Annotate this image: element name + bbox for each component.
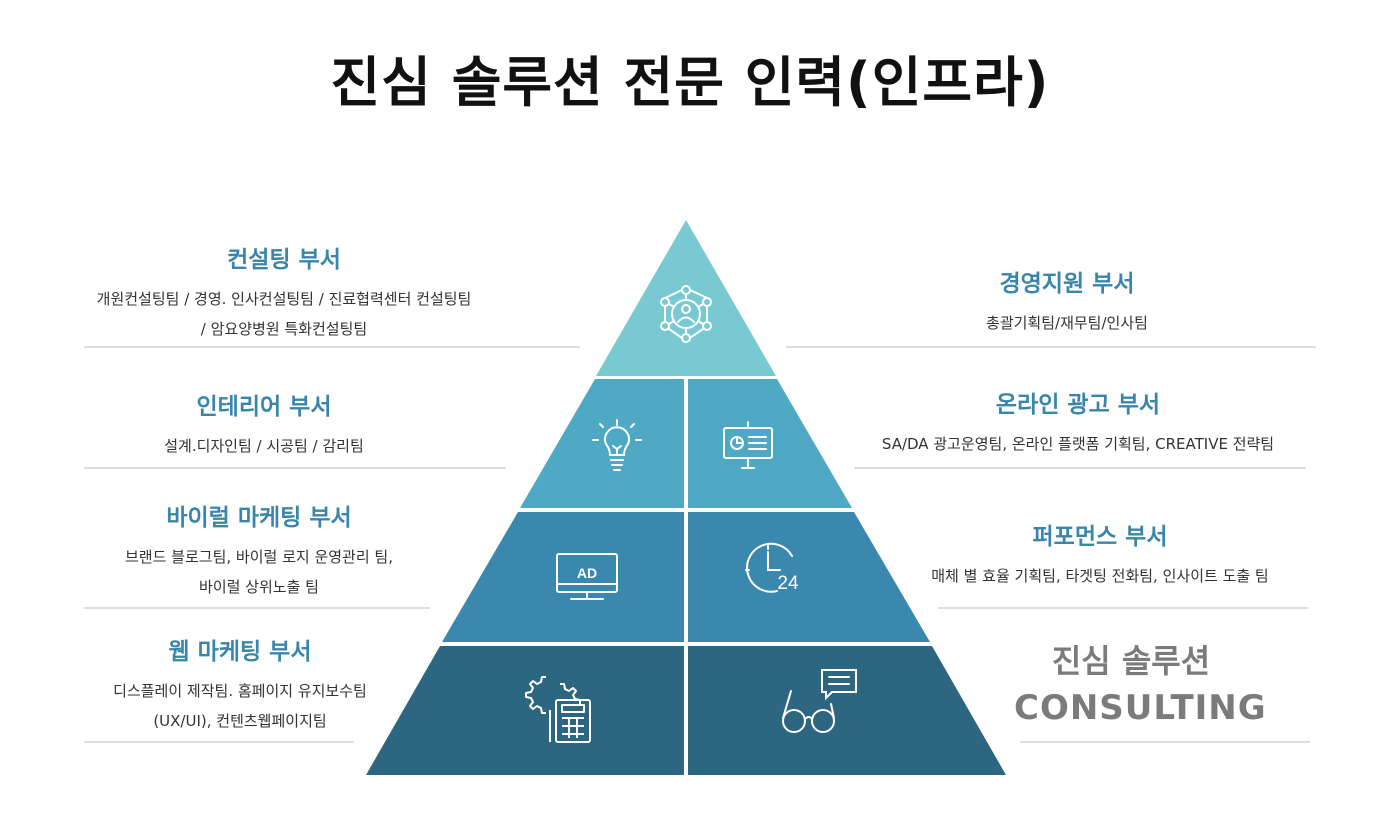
pyramid-tiers bbox=[366, 220, 1006, 775]
dept-web-marketing: 웹 마케팅 부서 디스플레이 제작팀. 홈페이지 유지보수팀 (UX/UI), … bbox=[70, 632, 410, 736]
dept-consulting: 컨설팅 부서 개원컨설팅팀 / 경영. 인사컨설팅팀 / 진료협력센터 컨설팅팀… bbox=[60, 240, 508, 344]
dept-teams: 개원컨설팅팀 / 경영. 인사컨설팅팀 / 진료협력센터 컨설팅팀 bbox=[96, 290, 472, 308]
divider bbox=[1020, 741, 1310, 743]
dept-teams: 브랜드 블로그팀, 바이럴 로지 운영관리 팀, bbox=[125, 548, 393, 566]
divider bbox=[786, 346, 1316, 348]
dept-heading: 컨설팅 부서 bbox=[227, 247, 341, 273]
divider bbox=[938, 607, 1308, 609]
presentation-board-icon bbox=[723, 421, 773, 469]
divider bbox=[84, 607, 430, 609]
dept-teams: 매체 별 효율 기획팀, 타겟팅 전화팀, 인사이트 도출 팀 bbox=[931, 567, 1269, 585]
tier-4-right bbox=[688, 646, 1006, 775]
page-title: 진심 솔루션 전문 인력(인프라) bbox=[330, 51, 1050, 114]
dept-teams: 바이럴 상위노출 팀 bbox=[199, 578, 319, 596]
tier-3-left bbox=[442, 512, 684, 642]
divider bbox=[854, 467, 1306, 469]
network-people-icon bbox=[660, 285, 712, 343]
divider bbox=[84, 346, 580, 348]
dept-online-ads: 온라인 광고 부서 SA/DA 광고운영팀, 온라인 플랫폼 기획팀, CREA… bbox=[848, 385, 1308, 459]
dept-heading: 웹 마케팅 부서 bbox=[168, 639, 312, 665]
dept-heading: 경영지원 부서 bbox=[999, 271, 1135, 297]
brand-english: CONSULTING bbox=[1014, 688, 1267, 728]
dept-interior: 인테리어 부서 설계.디자인팀 / 시공팀 / 감리팀 bbox=[120, 387, 408, 461]
brand-korean: 진심 솔루션 bbox=[1051, 642, 1211, 680]
dept-management-support: 경영지원 부서 총괄기획팀/재무팀/인사팀 bbox=[880, 264, 1254, 338]
tier-2-right bbox=[688, 379, 852, 508]
dept-heading: 퍼포먼스 부서 bbox=[1032, 524, 1168, 550]
gear-calculator-icon bbox=[525, 676, 591, 743]
divider bbox=[84, 741, 354, 743]
dept-heading: 인테리어 부서 bbox=[196, 394, 332, 420]
dept-teams: / 암요양병원 특화컨설팅팀 bbox=[200, 320, 368, 338]
tier-4-left bbox=[366, 646, 684, 775]
dept-teams: 설계.디자인팀 / 시공팀 / 감리팀 bbox=[164, 437, 364, 455]
dept-teams: SA/DA 광고운영팀, 온라인 플랫폼 기획팀, CREATIVE 전략팀 bbox=[881, 435, 1275, 453]
ad-label: AD bbox=[577, 565, 597, 581]
lightbulb-icon bbox=[592, 419, 642, 471]
dept-heading: 바이럴 마케팅 부서 bbox=[166, 505, 352, 531]
dept-teams: (UX/UI), 컨텐츠웹페이지팀 bbox=[153, 712, 327, 730]
divider bbox=[84, 467, 506, 469]
ad-monitor-icon bbox=[556, 553, 618, 600]
tier-3-right bbox=[688, 512, 930, 642]
brand-block: 진심 솔루션 CONSULTING bbox=[1014, 636, 1267, 728]
dept-heading: 온라인 광고 부서 bbox=[995, 392, 1161, 418]
clock-number: 24 bbox=[777, 573, 799, 594]
dept-viral-marketing: 바이럴 마케팅 부서 브랜드 블로그팀, 바이럴 로지 운영관리 팀, 바이럴 … bbox=[80, 498, 438, 602]
dept-performance: 퍼포먼스 부서 매체 별 효율 기획팀, 타겟팅 전화팀, 인사이트 도출 팀 bbox=[900, 517, 1300, 591]
clock-24-icon bbox=[745, 542, 793, 593]
dept-teams: 총괄기획팀/재무팀/인사팀 bbox=[986, 314, 1148, 332]
dept-teams: 디스플레이 제작팀. 홈페이지 유지보수팀 bbox=[113, 682, 367, 700]
tier-2-left bbox=[520, 379, 684, 508]
glasses-chat-icon bbox=[782, 669, 857, 733]
